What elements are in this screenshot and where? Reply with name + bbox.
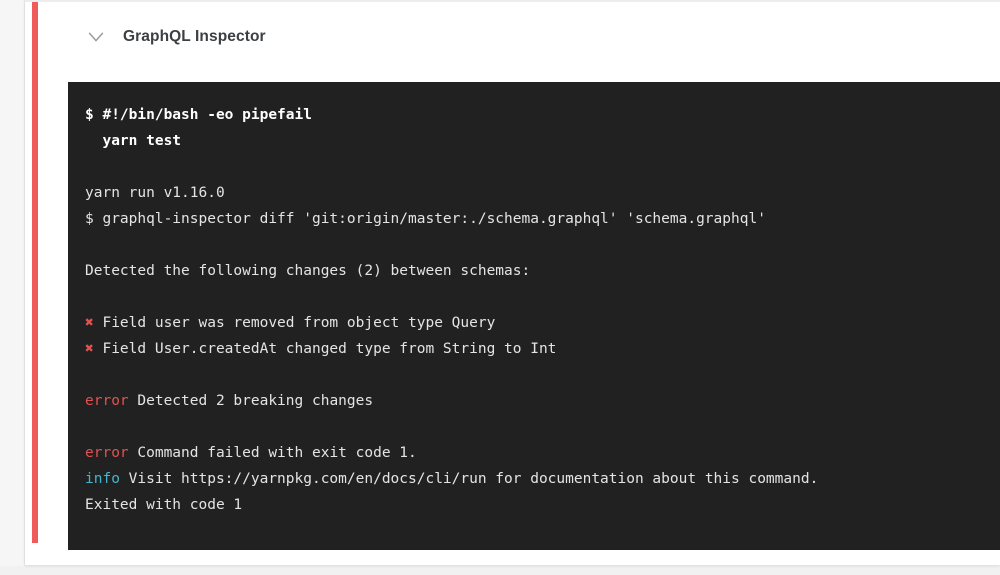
log-line-output: Exited with code 1 <box>85 497 243 513</box>
log-line-output: $ graphql-inspector diff 'git:origin/mas… <box>85 211 766 227</box>
build-step-card: GraphQL Inspector $ #!/bin/bash -eo pipe… <box>25 0 1000 565</box>
log-level-info: info <box>85 471 120 487</box>
log-line-command: yarn test <box>85 133 182 149</box>
log-level-error: error <box>85 445 129 461</box>
status-accent-bar <box>32 2 38 543</box>
chevron-down-icon[interactable] <box>83 24 109 50</box>
log-line-info: info Visit https://yarnpkg.com/en/docs/c… <box>85 471 819 487</box>
terminal-log-output[interactable]: $ #!/bin/bash -eo pipefail yarn test yar… <box>68 82 1000 550</box>
log-line-blank <box>85 284 1000 310</box>
log-line-output: yarn run v1.16.0 <box>85 185 225 201</box>
log-line-command: $ #!/bin/bash -eo pipefail <box>85 107 312 123</box>
log-line-error: error Detected 2 breaking changes <box>85 393 374 409</box>
log-level-error: error <box>85 393 129 409</box>
page-title: GraphQL Inspector <box>123 27 266 45</box>
log-line-error: error Command failed with exit code 1. <box>85 445 417 461</box>
breaking-change-cross-icon: ✖ <box>85 315 94 331</box>
breaking-change-cross-icon: ✖ <box>85 341 94 357</box>
log-line-blank <box>85 154 1000 180</box>
log-line-breaking-change: ✖ Field user was removed from object typ… <box>85 315 496 331</box>
log-line-blank <box>85 362 1000 388</box>
log-line-breaking-change: ✖ Field User.createdAt changed type from… <box>85 341 557 357</box>
log-line-blank <box>85 414 1000 440</box>
card-header[interactable]: GraphQL Inspector <box>50 2 1000 71</box>
log-line-output: Detected the following changes (2) betwe… <box>85 263 531 279</box>
left-rail <box>0 0 25 566</box>
log-line-blank <box>85 232 1000 258</box>
